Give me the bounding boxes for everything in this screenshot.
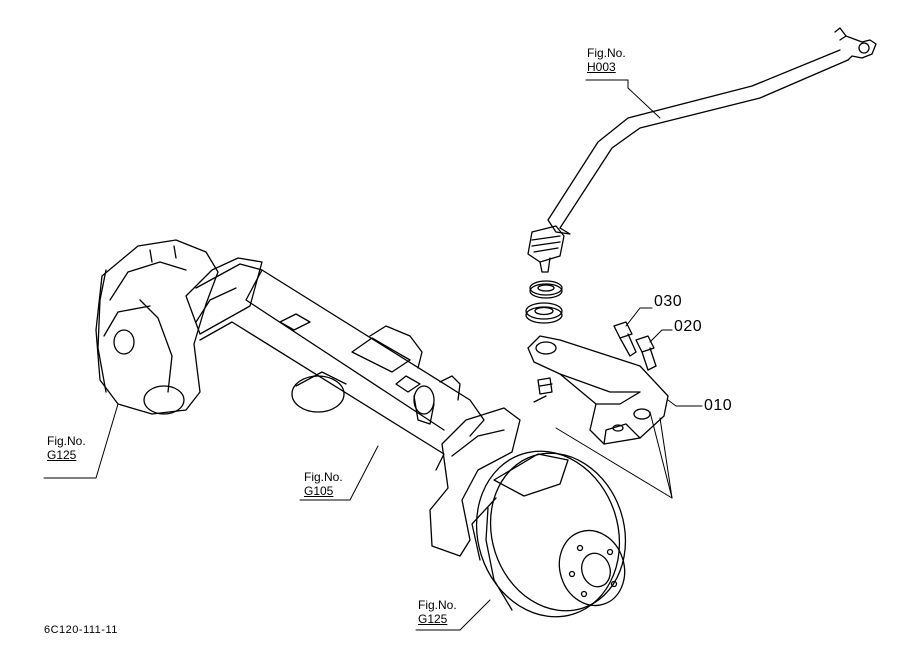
fig-ref-g125-bottom[interactable]: Fig.No. G125 xyxy=(418,598,457,626)
fig-ref-number: G125 xyxy=(47,448,77,462)
fig-ref-number: G105 xyxy=(304,484,334,498)
steering-arm-bracket xyxy=(527,335,669,445)
leader-lines xyxy=(43,79,703,631)
left-final-case xyxy=(95,239,219,415)
diagram-code: 6C120-111-11 xyxy=(44,624,118,636)
fig-ref-g125-left[interactable]: Fig.No. G125 xyxy=(47,434,86,462)
fig-ref-h003[interactable]: Fig.No. H003 xyxy=(587,46,626,74)
right-final-case xyxy=(429,407,569,561)
fig-ref-prefix: Fig.No. xyxy=(418,598,457,612)
bolt-030 xyxy=(613,321,637,357)
bolt-020 xyxy=(635,335,657,371)
wheel-hub-disc xyxy=(475,450,627,618)
fig-ref-number: H003 xyxy=(587,60,616,74)
front-axle-housing xyxy=(185,257,485,471)
seal-washer xyxy=(529,280,563,299)
fig-ref-prefix: Fig.No. xyxy=(47,434,86,448)
part-number-020[interactable]: 020 xyxy=(674,318,703,335)
fig-ref-g105[interactable]: Fig.No. G105 xyxy=(304,470,343,498)
fig-ref-prefix: Fig.No. xyxy=(587,46,626,60)
dust-cover xyxy=(525,302,563,324)
fig-ref-number: G125 xyxy=(418,612,448,626)
part-number-030[interactable]: 030 xyxy=(654,293,683,310)
drag-link-rod xyxy=(527,27,877,273)
castle-nut xyxy=(533,377,553,403)
part-number-010[interactable]: 010 xyxy=(704,397,733,414)
fig-ref-prefix: Fig.No. xyxy=(304,470,343,484)
